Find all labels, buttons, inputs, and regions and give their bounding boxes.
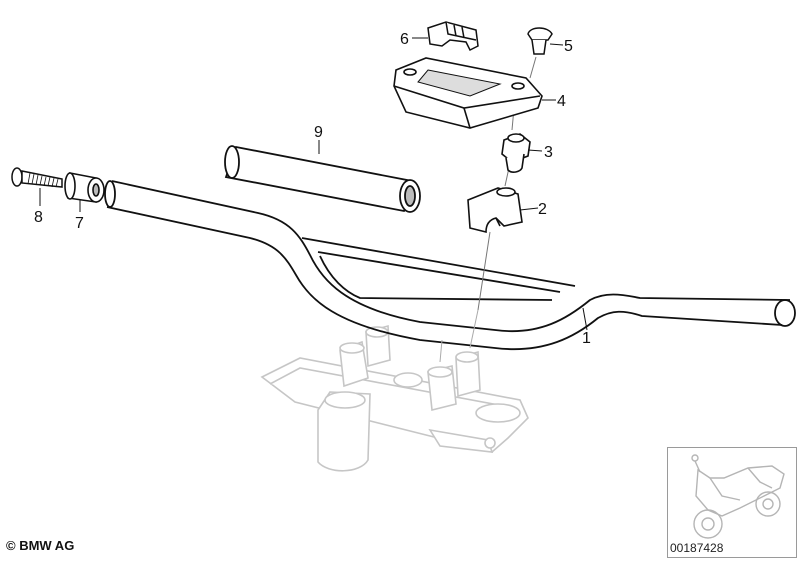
image-id-label: 00187428 — [669, 541, 725, 555]
callout-5: 5 — [564, 38, 573, 55]
cover-cap-part — [427, 21, 479, 52]
callout-3: 3 — [544, 144, 553, 161]
callout-labels: 1 2 3 4 5 6 7 8 9 — [34, 31, 591, 347]
upper-clamp-part — [393, 57, 543, 129]
callout-1: 1 — [582, 330, 591, 347]
callout-2: 2 — [538, 201, 547, 218]
copyright-notice: © BMW AG — [6, 538, 75, 553]
leader-lines — [39, 37, 588, 331]
hex-bolt-part — [501, 133, 531, 173]
lower-clamp-part — [467, 187, 523, 234]
motorcycle-icon — [691, 454, 785, 539]
spacer-sleeve-part — [64, 172, 105, 203]
crossbar-pad-part — [224, 145, 421, 213]
callout-6: 6 — [400, 31, 409, 48]
callout-4: 4 — [557, 93, 566, 110]
bolt-part — [11, 167, 63, 188]
handlebar-part — [104, 180, 796, 350]
callout-8: 8 — [34, 209, 43, 226]
callout-9: 9 — [314, 124, 323, 141]
motorcycle-inset — [667, 447, 797, 558]
callout-7: 7 — [75, 215, 84, 232]
triple-clamp-ghost — [260, 324, 529, 472]
screw-part — [527, 27, 553, 55]
